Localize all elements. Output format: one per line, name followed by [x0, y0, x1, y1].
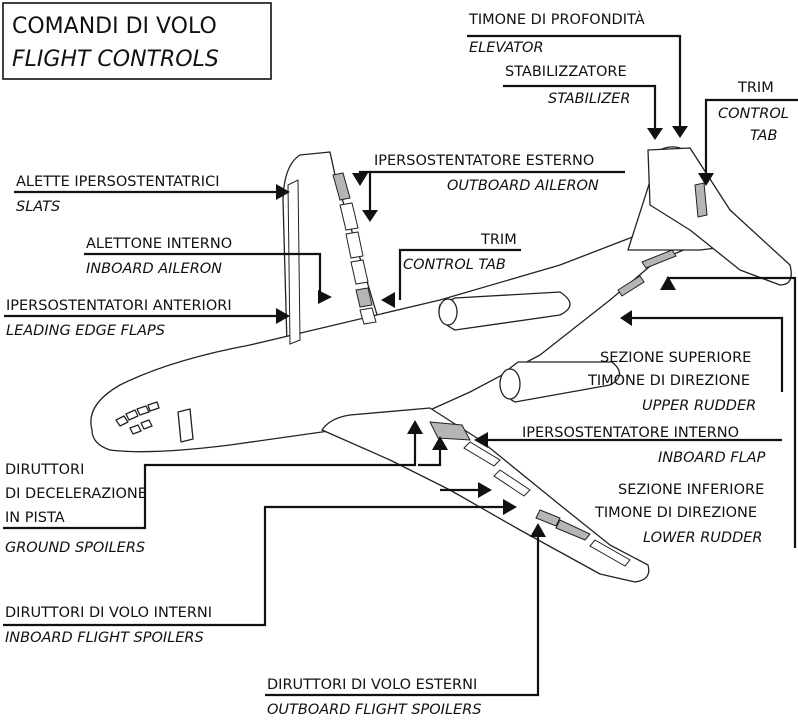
elevator-label-en: ELEVATOR — [469, 40, 544, 56]
leader-lines — [3, 34, 798, 697]
ground-spoilers-label-en: GROUND SPOILERS — [5, 540, 145, 556]
slats-label-it: ALETTE IPERSOSTENTATRICI — [16, 174, 219, 190]
inboard-flap-surface — [429, 421, 471, 441]
outboard-aileron-surface — [332, 172, 351, 201]
spoiler-surface — [535, 509, 561, 527]
upper-rudder-surface — [641, 249, 677, 269]
slats-label-en: SLATS — [16, 199, 60, 215]
tail-control-tab-surface — [694, 182, 708, 218]
upper-rudder-label-it-2: TIMONE DI DIREZIONE — [587, 373, 750, 389]
title-english: FLIGHT CONTROLS — [12, 47, 219, 72]
lower-rudder-surface — [617, 275, 645, 297]
wing-trim-label-en: CONTROL TAB — [403, 257, 506, 273]
outboard-flight-spoilers-label-it: DIRUTTORI DI VOLO ESTERNI — [267, 677, 477, 693]
tail-trim-label-en-2: TAB — [750, 128, 777, 144]
passenger-door — [177, 408, 194, 443]
title-box: COMANDI DI VOLO FLIGHT CONTROLS — [2, 2, 272, 80]
lower-wing — [321, 407, 650, 583]
horizontal-stabilizer — [647, 147, 792, 286]
leading-edge-flaps-label-en: LEADING EDGE FLAPS — [6, 323, 165, 339]
lower-rudder-label-it-2: TIMONE DI DIREZIONE — [594, 505, 757, 521]
leading-edge-flaps-label-it: IPERSOSTENTATORI ANTERIORI — [6, 298, 232, 314]
lower-engine-intake — [499, 368, 521, 400]
ground-spoilers-label-it-3: IN PISTA — [5, 510, 65, 526]
upper-engine-intake — [438, 298, 458, 326]
inboard-aileron-label-en: INBOARD AILERON — [86, 261, 222, 277]
cockpit-windows — [115, 401, 160, 435]
outboard-aileron-label-it: IPERSOSTENTATORE ESTERNO — [374, 153, 594, 169]
title-italian: COMANDI DI VOLO — [12, 14, 217, 39]
elevator-label-it: TIMONE DI PROFONDITÀ — [468, 11, 645, 28]
lower-rudder-label-en: LOWER RUDDER — [643, 530, 762, 546]
wing-trim-label-it: TRIM — [480, 232, 517, 248]
inboard-flap-label-it: IPERSOSTENTATORE INTERNO — [522, 425, 739, 441]
upper-rudder-label-it-1: SEZIONE SUPERIORE — [600, 350, 751, 366]
wing-control-tab-surface — [355, 287, 373, 308]
inboard-flight-spoilers-label-en: INBOARD FLIGHT SPOILERS — [5, 630, 204, 646]
labels: TIMONE DI PROFONDITÀ ELEVATOR STABILIZZA… — [5, 11, 789, 718]
slat-strip — [287, 179, 301, 345]
inboard-flight-spoilers-label-it: DIRUTTORI DI VOLO INTERNI — [5, 605, 212, 621]
outboard-aileron-label-en: OUTBOARD AILERON — [447, 178, 599, 194]
aircraft-illustration — [90, 146, 792, 583]
ground-spoilers-label-it-1: DIRUTTORI — [5, 462, 84, 478]
lower-rudder-label-it-1: SEZIONE INFERIORE — [618, 482, 764, 498]
stabilizer-label-en: STABILIZER — [548, 91, 630, 107]
inboard-flap-label-en: INBOARD FLAP — [658, 450, 766, 466]
inboard-aileron-label-it: ALETTONE INTERNO — [86, 236, 232, 252]
tail-trim-label-en-1: CONTROL — [718, 106, 789, 122]
outboard-flight-spoilers-label-en: OUTBOARD FLIGHT SPOILERS — [267, 702, 481, 718]
upper-rudder-label-en: UPPER RUDDER — [642, 398, 756, 414]
ground-spoilers-label-it-2: DI DECELERAZIONE — [5, 486, 147, 502]
tail-trim-label-it: TRIM — [737, 80, 774, 96]
stabilizer-label-it: STABILIZZATORE — [505, 64, 627, 80]
